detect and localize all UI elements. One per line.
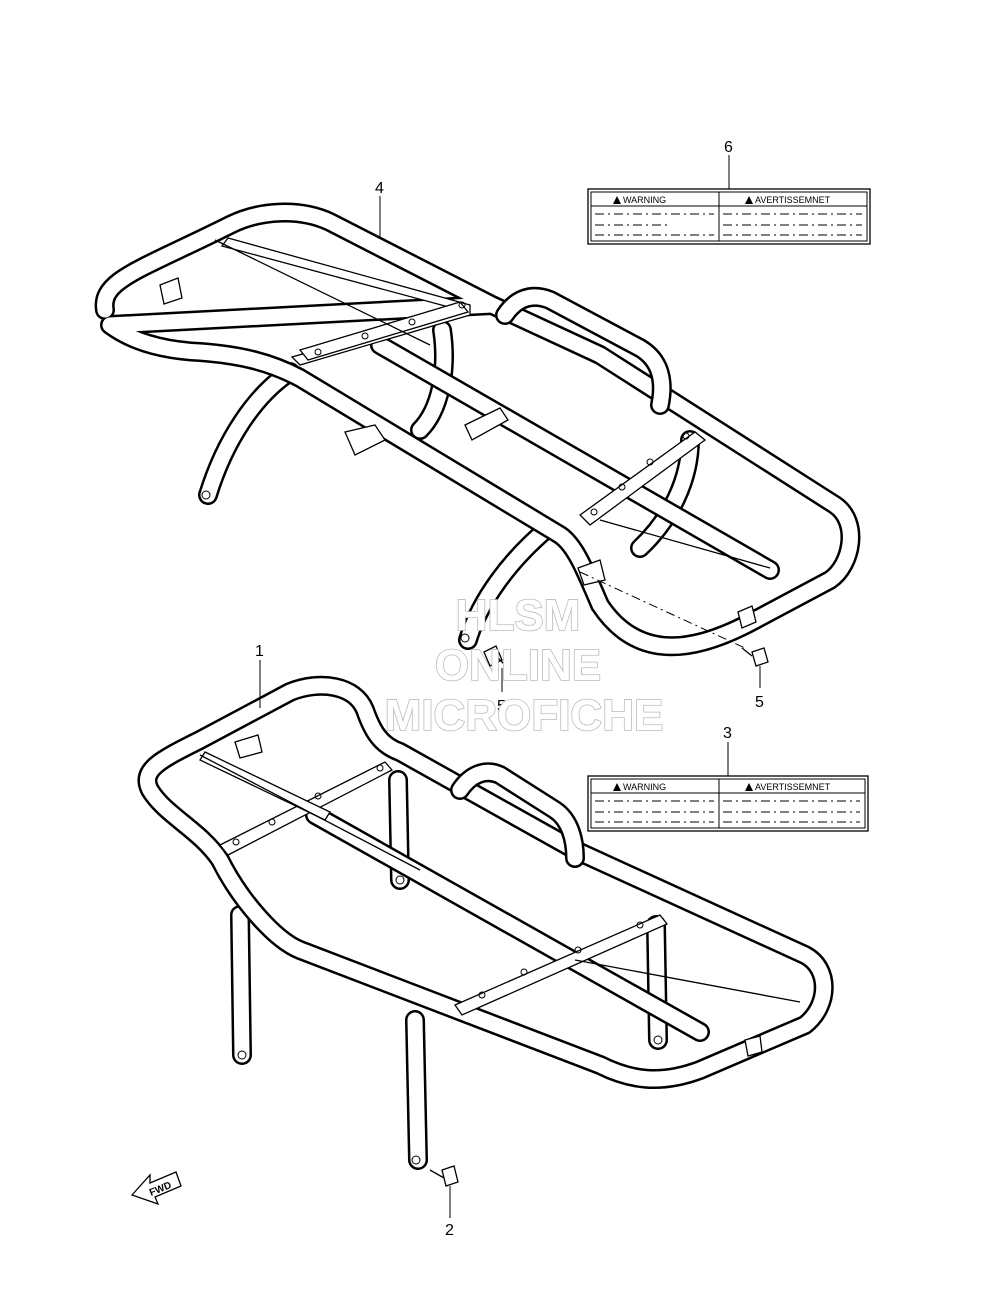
label-top-avertissement-text: AVERTISSEMNET bbox=[755, 195, 831, 205]
callout-5-right: 5 bbox=[755, 694, 764, 711]
watermark: HLSM ONLINE MICROFICHE bbox=[384, 590, 664, 741]
watermark-line-3: MICROFICHE bbox=[385, 691, 664, 740]
label-bottom-warning-text: WARNING bbox=[623, 782, 666, 792]
label-top-warning-text: WARNING bbox=[623, 195, 666, 205]
bolt-5-left bbox=[483, 645, 509, 669]
warning-label-part-3: WARNING AVERTISSEMNET bbox=[587, 775, 869, 832]
callout-leaders bbox=[259, 155, 761, 1218]
label-bottom-avertissement-text: AVERTISSEMNET bbox=[755, 782, 831, 792]
rear-carrier-part-4 bbox=[94, 202, 861, 669]
bolt-2 bbox=[429, 1165, 459, 1187]
watermark-line-1: HLSM bbox=[456, 591, 581, 640]
callout-5-left: 5 bbox=[497, 698, 506, 715]
callout-2: 2 bbox=[445, 1222, 454, 1239]
callout-1: 1 bbox=[255, 643, 264, 660]
callout-3: 3 bbox=[723, 725, 732, 742]
watermark-line-2: ONLINE bbox=[435, 641, 601, 690]
bolt-5-right bbox=[741, 647, 769, 667]
warning-label-part-6: WARNING AVERTISSEMNET bbox=[587, 188, 871, 245]
fwd-arrow-icon: FWD bbox=[130, 1171, 182, 1206]
callout-4: 4 bbox=[375, 180, 384, 197]
callout-6: 6 bbox=[724, 139, 733, 156]
front-carrier-part-1 bbox=[137, 675, 834, 1187]
